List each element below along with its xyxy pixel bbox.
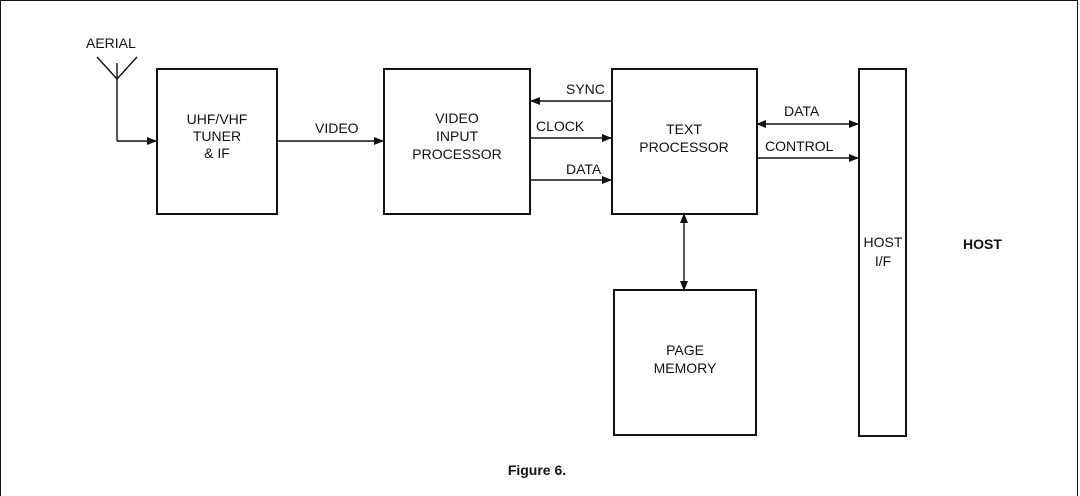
text-processor-block: TEXT PROCESSOR — [611, 68, 758, 215]
text-processor-label-line2: PROCESSOR — [639, 139, 728, 155]
clock-signal-label: CLOCK — [536, 118, 585, 134]
tuner-label-line3: & IF — [204, 145, 230, 161]
control-signal-label: CONTROL — [765, 138, 834, 154]
aerial-antenna-icon — [96, 56, 157, 145]
data-signal-label-host: DATA — [784, 103, 820, 119]
text-processor-label-line1: TEXT — [666, 121, 702, 137]
data-signal-label-vip: DATA — [566, 161, 602, 177]
host-if-label-line2: I/F — [875, 253, 891, 269]
vip-label-line1: VIDEO — [435, 110, 479, 126]
aerial-label: AERIAL — [86, 35, 136, 51]
host-label: HOST — [963, 236, 1002, 252]
tuner-label-line1: UHF/VHF — [187, 111, 248, 127]
page-memory-block: PAGE MEMORY — [613, 289, 757, 436]
tuner-block: UHF/VHF TUNER & IF — [156, 68, 278, 215]
sync-signal-label: SYNC — [566, 81, 605, 97]
page-memory-label-line2: MEMORY — [654, 360, 717, 376]
vip-label-line3: PROCESSOR — [412, 146, 501, 162]
host-if-block: HOST I/F — [858, 68, 907, 437]
video-signal-label: VIDEO — [315, 120, 359, 136]
tuner-label-line2: TUNER — [193, 128, 241, 144]
vip-label-line2: INPUT — [436, 128, 478, 144]
video-input-processor-block: VIDEO INPUT PROCESSOR — [383, 68, 531, 215]
figure-caption: Figure 6. — [508, 462, 566, 478]
page-memory-label-line1: PAGE — [666, 342, 704, 358]
host-if-label-line1: HOST — [864, 234, 903, 250]
